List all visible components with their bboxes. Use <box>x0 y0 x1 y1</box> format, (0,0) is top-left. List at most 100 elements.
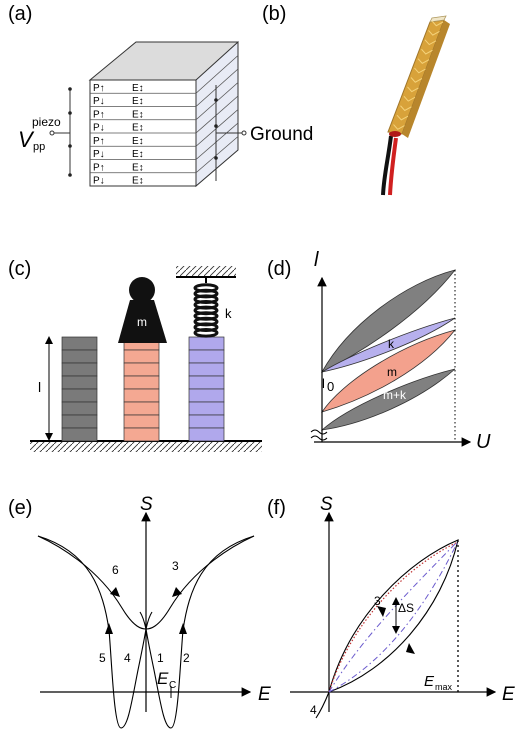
electrode-contact <box>68 87 72 91</box>
stack-texture <box>417 58 430 65</box>
e-label: E↕ <box>132 176 144 187</box>
spring-label: k <box>225 306 232 321</box>
e-num-5: 5 <box>99 651 106 665</box>
stack-texture <box>396 114 409 121</box>
stack-texture <box>431 20 444 27</box>
stack-side-divider <box>195 95 239 134</box>
electrode-contact <box>68 173 72 177</box>
spring <box>193 283 219 338</box>
e-x-axis-label: E <box>258 684 271 705</box>
stack-free-layer <box>61 336 98 351</box>
stack-mass-layer <box>123 388 160 403</box>
stack-texture <box>428 30 440 36</box>
e-label: E↕ <box>132 136 144 147</box>
loop-label-m: m <box>387 365 397 379</box>
ground-terminal <box>241 130 247 136</box>
stack-mass-layer <box>123 401 160 416</box>
panel-f-label: (f) <box>267 497 286 519</box>
arrow-3 <box>172 587 182 597</box>
stack-mass-layer <box>123 362 160 377</box>
stack-spring-layer <box>188 414 225 429</box>
loop-label-k: k <box>388 337 395 351</box>
e-num-6: 6 <box>112 563 119 577</box>
mass-knob <box>129 277 155 303</box>
stack-spring-layer <box>188 388 225 403</box>
stack-mass-layer <box>123 375 160 390</box>
panel-b-label: (b) <box>262 3 286 25</box>
length-label: l <box>38 379 41 395</box>
stack-texture <box>414 67 426 74</box>
delta-s-label: ΔS <box>398 601 414 615</box>
stack-spring-layer <box>188 427 225 442</box>
stack-spring-layer <box>188 349 225 364</box>
stack-mass-layer <box>123 427 160 442</box>
electrode-contact <box>214 156 218 160</box>
vpp-subscript: pp <box>33 141 45 153</box>
f-arrow-down <box>377 606 386 617</box>
e-num-4: 4 <box>124 651 131 665</box>
e-label: E↕ <box>132 96 144 107</box>
stack-free-layer <box>61 388 98 403</box>
p-label: P↓ <box>93 96 105 107</box>
f-y-axis-label: S <box>320 494 333 515</box>
mass-weight <box>118 300 167 343</box>
f-num-3: 3 <box>374 594 381 608</box>
stack-spring-layer <box>188 375 225 390</box>
stack-free-layer <box>61 401 98 416</box>
f-branch-4 <box>315 691 330 719</box>
d-origin-sub: 0 <box>327 379 334 394</box>
e-num-3: 3 <box>172 559 179 573</box>
ceiling-hatch <box>176 266 236 277</box>
panel-d: (d) l U l 0 k m m+k <box>267 249 491 453</box>
panel-a: (a) P↑E↕P↓E↕P↑E↕P↓E↕P↑E↕P↓E↕P↑E↕P↓E↕ V p… <box>8 3 313 188</box>
stack-free-layer <box>61 375 98 390</box>
stack-mass-layer <box>123 349 160 364</box>
p-label: P↑ <box>93 162 105 173</box>
panel-e: (e) 6 3 5 4 1 2 E C S E <box>8 494 271 729</box>
p-label: P↓ <box>93 176 105 187</box>
stack-texture <box>400 105 412 112</box>
stack-mass-layer <box>123 414 160 429</box>
emax-label: E <box>424 673 435 690</box>
loop-m-plus-k <box>320 368 456 431</box>
electrode-contact <box>214 98 218 102</box>
mass-label: m <box>137 315 147 329</box>
arrow-6 <box>110 587 120 597</box>
p-label: P↓ <box>93 149 105 160</box>
f-dotted-curve <box>328 541 459 693</box>
electrode-contact <box>214 124 218 128</box>
e-label: E↕ <box>132 149 144 160</box>
stack-free-layer <box>61 427 98 442</box>
electrode-contact <box>68 144 72 148</box>
panel-c-label: (c) <box>8 258 31 280</box>
f-dashdot-lower <box>328 540 459 693</box>
butterfly-right-branch <box>139 535 255 729</box>
e-label: E↕ <box>132 109 144 120</box>
p-label: P↓ <box>93 123 105 134</box>
ground-label: Ground <box>250 124 313 145</box>
stack-spring-layer <box>188 336 225 351</box>
panel-b: (b) <box>262 3 450 196</box>
stack-texture <box>393 124 405 130</box>
arrow-2 <box>179 623 187 634</box>
vpp-label: V <box>18 127 35 152</box>
d-x-axis-label: U <box>476 431 491 453</box>
loop-unloaded <box>321 269 457 373</box>
e-num-1: 1 <box>157 651 164 665</box>
e-num-2: 2 <box>183 651 190 665</box>
f-hysteresis-loop <box>328 539 459 693</box>
ec-sub: C <box>169 680 176 691</box>
butterfly-left-branch <box>37 535 153 729</box>
stack-side-divider <box>195 122 239 160</box>
e-y-axis-label: S <box>140 494 153 515</box>
panel-a-label: (a) <box>8 3 32 25</box>
f-dashdot-upper <box>328 540 459 693</box>
stack-spring-layer <box>188 362 225 377</box>
electrode-contact <box>68 111 72 115</box>
stack-side-divider <box>195 55 239 94</box>
piezo-stack-photo <box>381 15 450 196</box>
stack-free-layer <box>61 362 98 377</box>
loop-label-m-plus-k: m+k <box>383 388 407 402</box>
